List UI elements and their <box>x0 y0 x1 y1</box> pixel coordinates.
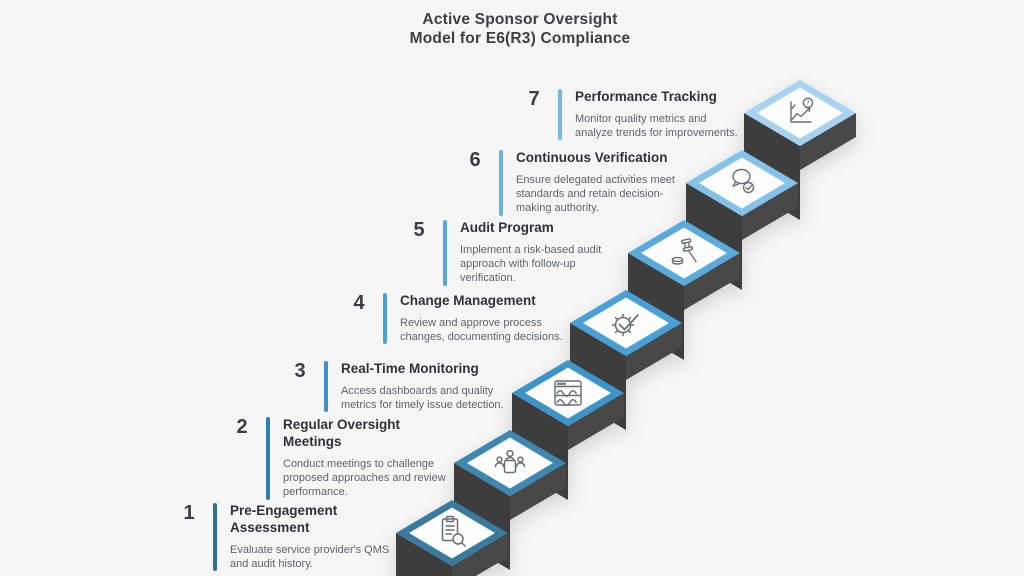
step-accent-bar <box>499 150 503 216</box>
step-text: Pre-Engagement Assessment Evaluate servi… <box>230 503 412 571</box>
step-number: 1 <box>183 502 195 524</box>
step-accent-bar <box>266 417 270 500</box>
step-left-face <box>396 533 452 576</box>
step-accent-bar <box>443 220 447 286</box>
step-top-face <box>525 367 611 419</box>
step-title: Continuous Verification <box>516 150 668 165</box>
step-description: Review and approve process changes, docu… <box>400 316 563 344</box>
step-top-face <box>583 297 669 349</box>
step-right-face <box>684 253 740 310</box>
step-block-4: 4 Change Management Review and approve p… <box>346 292 582 345</box>
step-right-face <box>800 113 856 170</box>
step-number: 6 <box>469 149 481 171</box>
step-text: Change Management Review and approve pro… <box>400 293 582 344</box>
step-text: Performance Tracking Monitor quality met… <box>575 89 757 140</box>
step-accent-bar <box>383 293 387 345</box>
step-top-face <box>409 507 495 559</box>
step-number: 7 <box>528 88 540 110</box>
step-accent-bar <box>324 361 328 413</box>
step-block-2: 2 Regular Oversight Meetings Conduct mee… <box>229 417 465 500</box>
step-accent-bar <box>558 89 562 141</box>
step-top-face <box>757 87 843 139</box>
step-title: Regular Oversight Meetings <box>283 417 401 449</box>
step-description: Ensure delegated activities meet standar… <box>516 173 675 215</box>
step-number: 4 <box>353 292 365 314</box>
step-block-5: 5 Audit Program Implement a risk-based a… <box>406 220 642 286</box>
step-right-face <box>452 533 508 576</box>
step-block-7: 7 Performance Tracking Monitor quality m… <box>521 88 757 141</box>
step-right-face <box>568 393 624 450</box>
step-description: Monitor quality metrics and analyze tren… <box>575 112 738 140</box>
step-description: Access dashboards and quality metrics fo… <box>341 384 504 412</box>
step-right-face <box>626 323 682 380</box>
step-number: 2 <box>236 416 248 438</box>
step-accent-bar <box>213 503 217 572</box>
step-description: Evaluate service provider's QMS and audi… <box>230 543 390 571</box>
step-block-3: 3 Real-Time Monitoring Access dashboards… <box>287 360 523 413</box>
step-block-1: 1 Pre-Engagement Assessment Evaluate ser… <box>176 502 412 572</box>
page-title: Active Sponsor Oversight Model for E6(R3… <box>409 11 631 47</box>
step-block-6: 6 Continuous Verification Ensure delegat… <box>462 150 698 216</box>
step-right-face <box>510 463 566 520</box>
step-text: Regular Oversight Meetings Conduct meeti… <box>283 417 465 500</box>
stair-step-1 <box>396 500 508 576</box>
step-title: Performance Tracking <box>575 89 717 104</box>
step-number: 3 <box>294 360 306 382</box>
step-title: Real-Time Monitoring <box>341 361 479 376</box>
step-text: Real-Time Monitoring Access dashboards a… <box>341 361 523 412</box>
step-text: Continuous Verification Ensure delegated… <box>516 150 698 216</box>
step-top-face <box>641 227 727 279</box>
step-title: Pre-Engagement Assessment <box>230 503 338 535</box>
step-description: Conduct meetings to challenge proposed a… <box>283 457 446 499</box>
step-title: Audit Program <box>460 220 554 235</box>
step-text: Audit Program Implement a risk-based aud… <box>460 220 642 286</box>
step-description: Implement a risk-based audit approach wi… <box>460 243 602 285</box>
step-title: Change Management <box>400 293 536 308</box>
step-number: 5 <box>413 219 425 241</box>
step-right-face <box>742 183 798 240</box>
